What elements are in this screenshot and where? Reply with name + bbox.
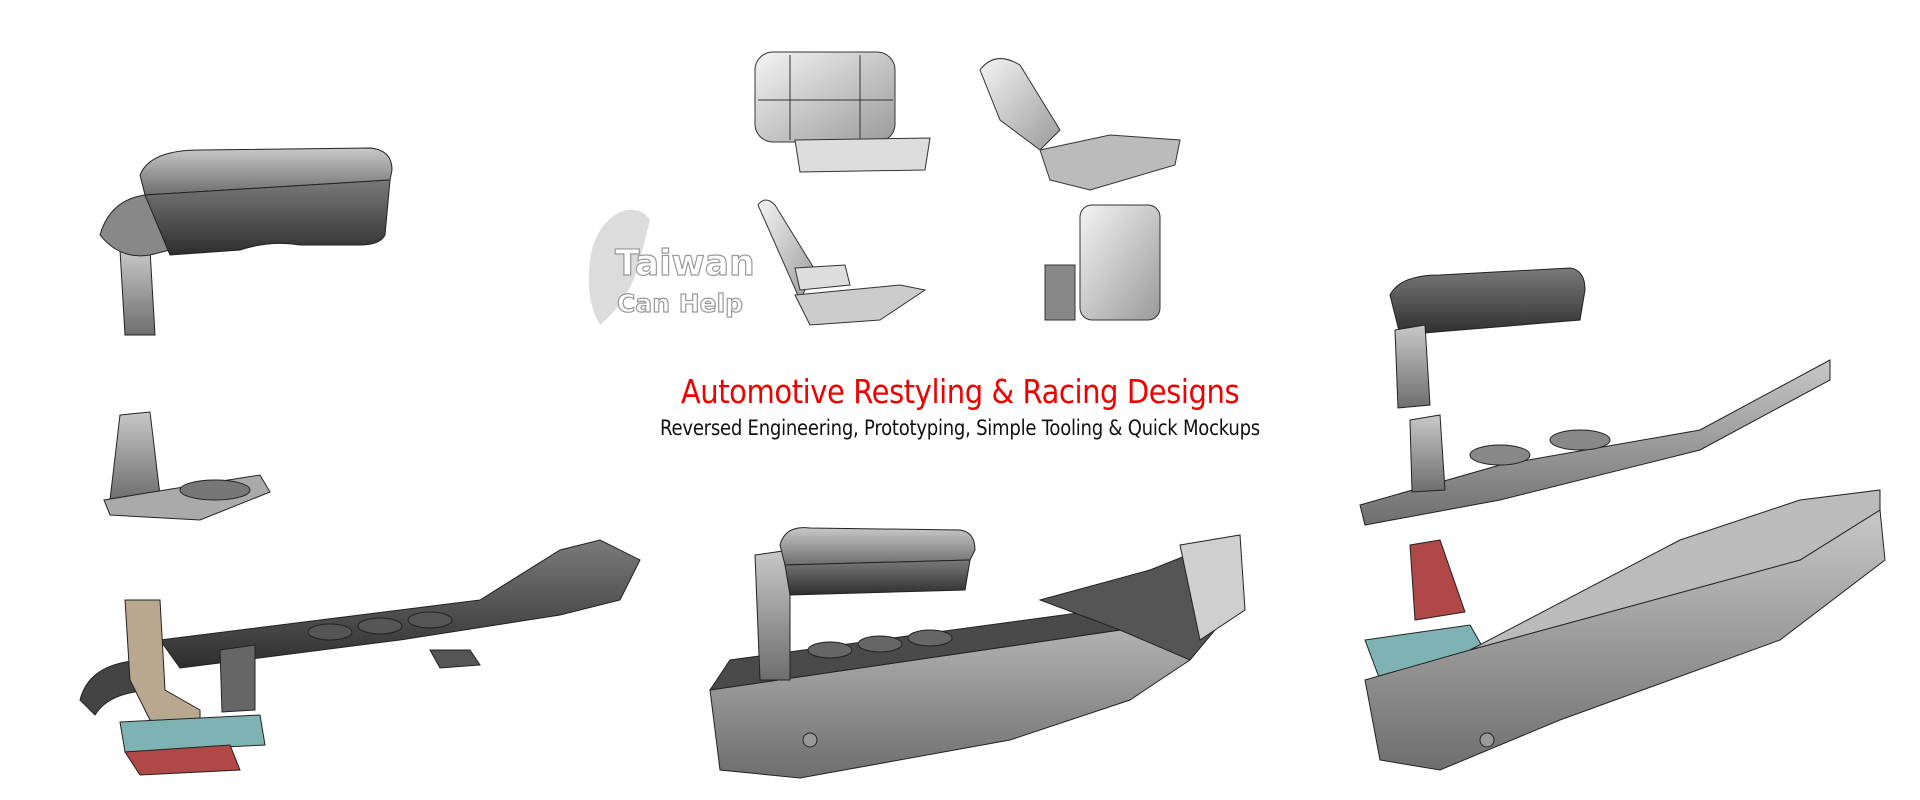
seat-render-rear bbox=[1044, 204, 1161, 321]
banner-title: Automotive Restyling & Racing Designs bbox=[680, 372, 1240, 411]
seat-render-side bbox=[757, 199, 927, 326]
taiwan-can-help-logo: Taiwan Can Help bbox=[588, 209, 755, 325]
seat-render-front bbox=[754, 51, 931, 173]
console-exploded-left-render bbox=[79, 539, 641, 776]
seat-render-angled bbox=[979, 58, 1181, 191]
logo-line1: Taiwan bbox=[615, 243, 755, 284]
console-exploded-right-render bbox=[1359, 267, 1886, 771]
armrest-render bbox=[99, 147, 393, 336]
cupholder-render bbox=[103, 411, 271, 521]
logo-line2: Can Help bbox=[617, 289, 743, 318]
banner-subtitle: Reversed Engineering, Prototyping, Simpl… bbox=[660, 416, 1260, 440]
console-assembled-middle-render bbox=[708, 527, 1246, 779]
